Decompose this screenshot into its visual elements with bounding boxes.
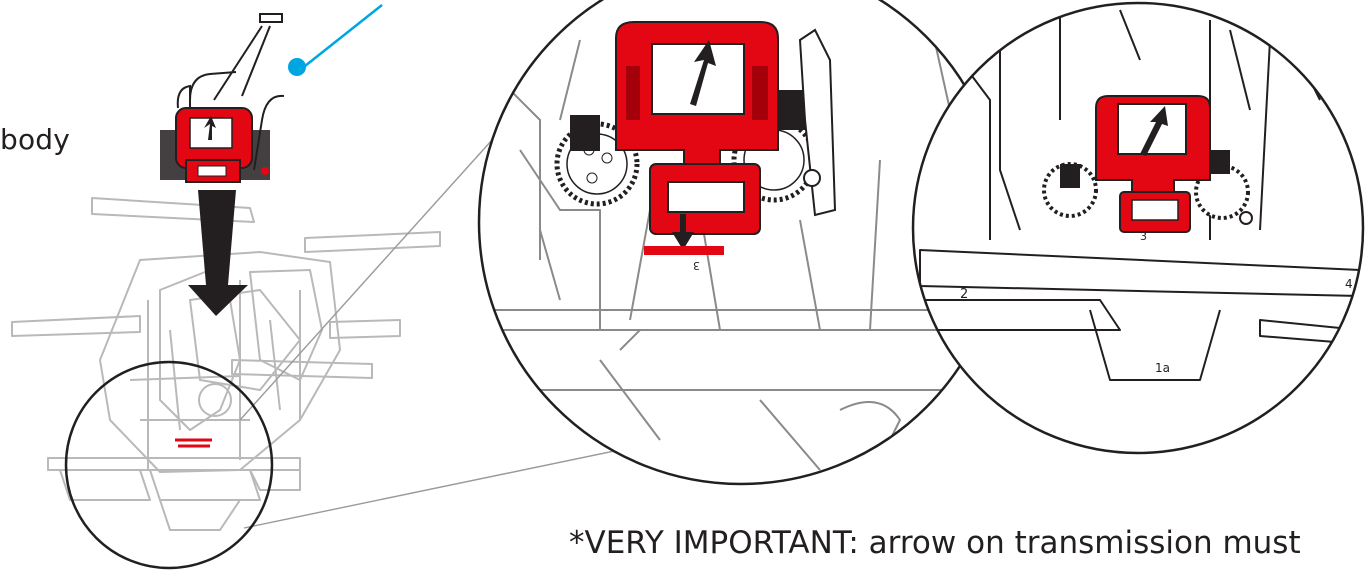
tab-mark-4: 4 bbox=[1345, 277, 1353, 291]
tab-mark-2: 2 bbox=[960, 287, 968, 302]
direction-arrow-icon bbox=[1140, 106, 1168, 156]
body-label: body bbox=[0, 123, 71, 156]
blue-dot-icon bbox=[288, 58, 306, 76]
zoom-callout bbox=[239, 139, 649, 529]
callout-leader bbox=[288, 4, 383, 76]
direction-arrow-icon bbox=[690, 40, 716, 106]
zoom-circle-small bbox=[64, 360, 274, 570]
direction-arrow-icon bbox=[204, 116, 216, 140]
transmission-overview bbox=[160, 13, 285, 183]
drop-arrow-icon bbox=[672, 214, 694, 250]
slot-number: 3 bbox=[1140, 230, 1147, 243]
zoom-circle-detail-b bbox=[911, 1, 1365, 455]
slot-number: 3 bbox=[693, 259, 700, 272]
detail-seated: 3 2 4 1a bbox=[913, 3, 1363, 453]
important-note: *VERY IMPORTANT: arrow on transmission m… bbox=[569, 525, 1301, 561]
slot-marker-overview bbox=[175, 438, 212, 448]
slot-marker bbox=[644, 246, 724, 255]
big-down-arrow-icon bbox=[188, 190, 248, 316]
tab-mark-1a: 1a bbox=[1155, 361, 1170, 375]
